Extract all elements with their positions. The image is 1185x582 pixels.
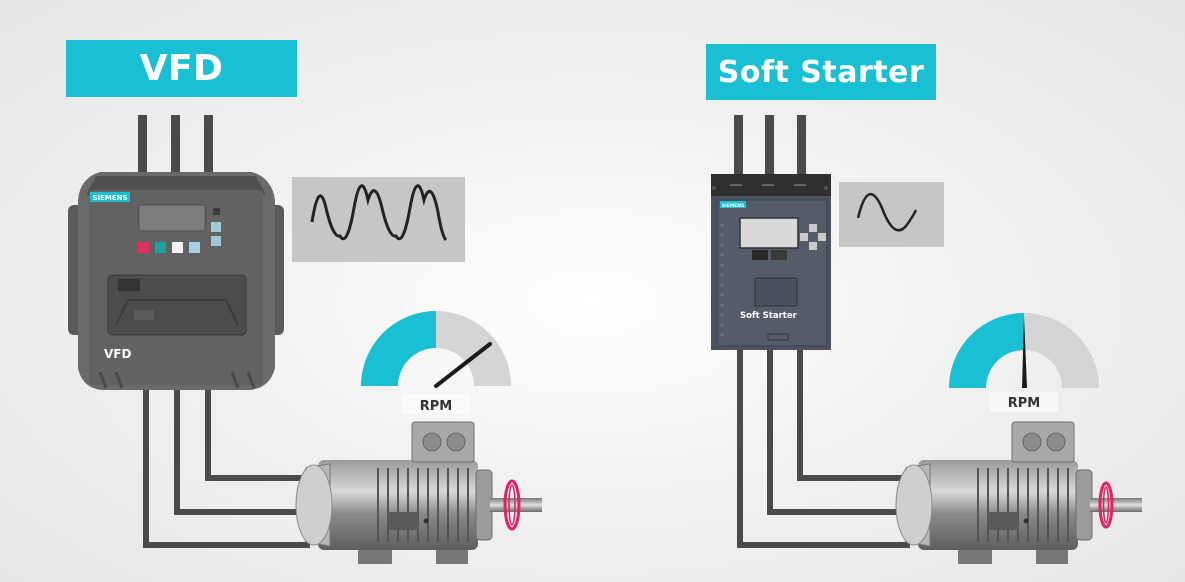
ss-rotation-ring [1098, 481, 1114, 529]
vfd-display [138, 204, 206, 232]
soft-starter-device: SIEMENS Soft Starter [711, 174, 831, 350]
vfd-rpm-gauge: RPM [361, 311, 511, 414]
ss-brand-badge [720, 201, 746, 208]
ss-output-wires [737, 345, 910, 548]
ss-waveform [856, 193, 918, 232]
vfd-section: SIEMENS VFD [68, 115, 543, 565]
vfd-brand-label: SIEMENS [92, 194, 127, 202]
vfd-rpm-label: RPM [420, 399, 452, 414]
vfd-title-banner: VFD [66, 40, 297, 97]
ss-rpm-label: RPM [1008, 396, 1040, 411]
ss-motor [895, 421, 1143, 565]
soft-starter-section: SIEMENS Soft Starter [711, 115, 1143, 565]
vfd-white-button [172, 242, 183, 253]
vfd-rotation-ring [503, 479, 521, 531]
vfd-device: SIEMENS VFD [68, 172, 284, 390]
soft-starter-title-banner: Soft Starter [706, 44, 936, 100]
ss-rpm-gauge: RPM [949, 313, 1099, 412]
ss-brand-label: SIEMENS [722, 203, 745, 209]
vfd-gauge-needle [434, 342, 492, 388]
ss-gauge-fill [949, 313, 1024, 388]
ss-input-wires [734, 115, 806, 180]
vfd-waveform [310, 184, 448, 242]
vfd-output-wires [143, 385, 310, 548]
vfd-brand-badge [90, 192, 130, 202]
vfd-device-label: VFD [104, 347, 131, 361]
vfd-stop-button [138, 242, 149, 253]
vfd-blue-button [189, 242, 200, 253]
ss-display [739, 217, 799, 249]
ss-waveform-box [839, 182, 944, 247]
vfd-waveform-box [292, 177, 465, 262]
ss-keypad [800, 224, 826, 250]
ss-device-label: Soft Starter [740, 311, 798, 321]
ss-gauge-needle [1022, 316, 1027, 388]
vfd-start-button [155, 242, 166, 253]
vfd-input-wires [138, 115, 213, 180]
vfd-gauge-fill [361, 311, 436, 386]
